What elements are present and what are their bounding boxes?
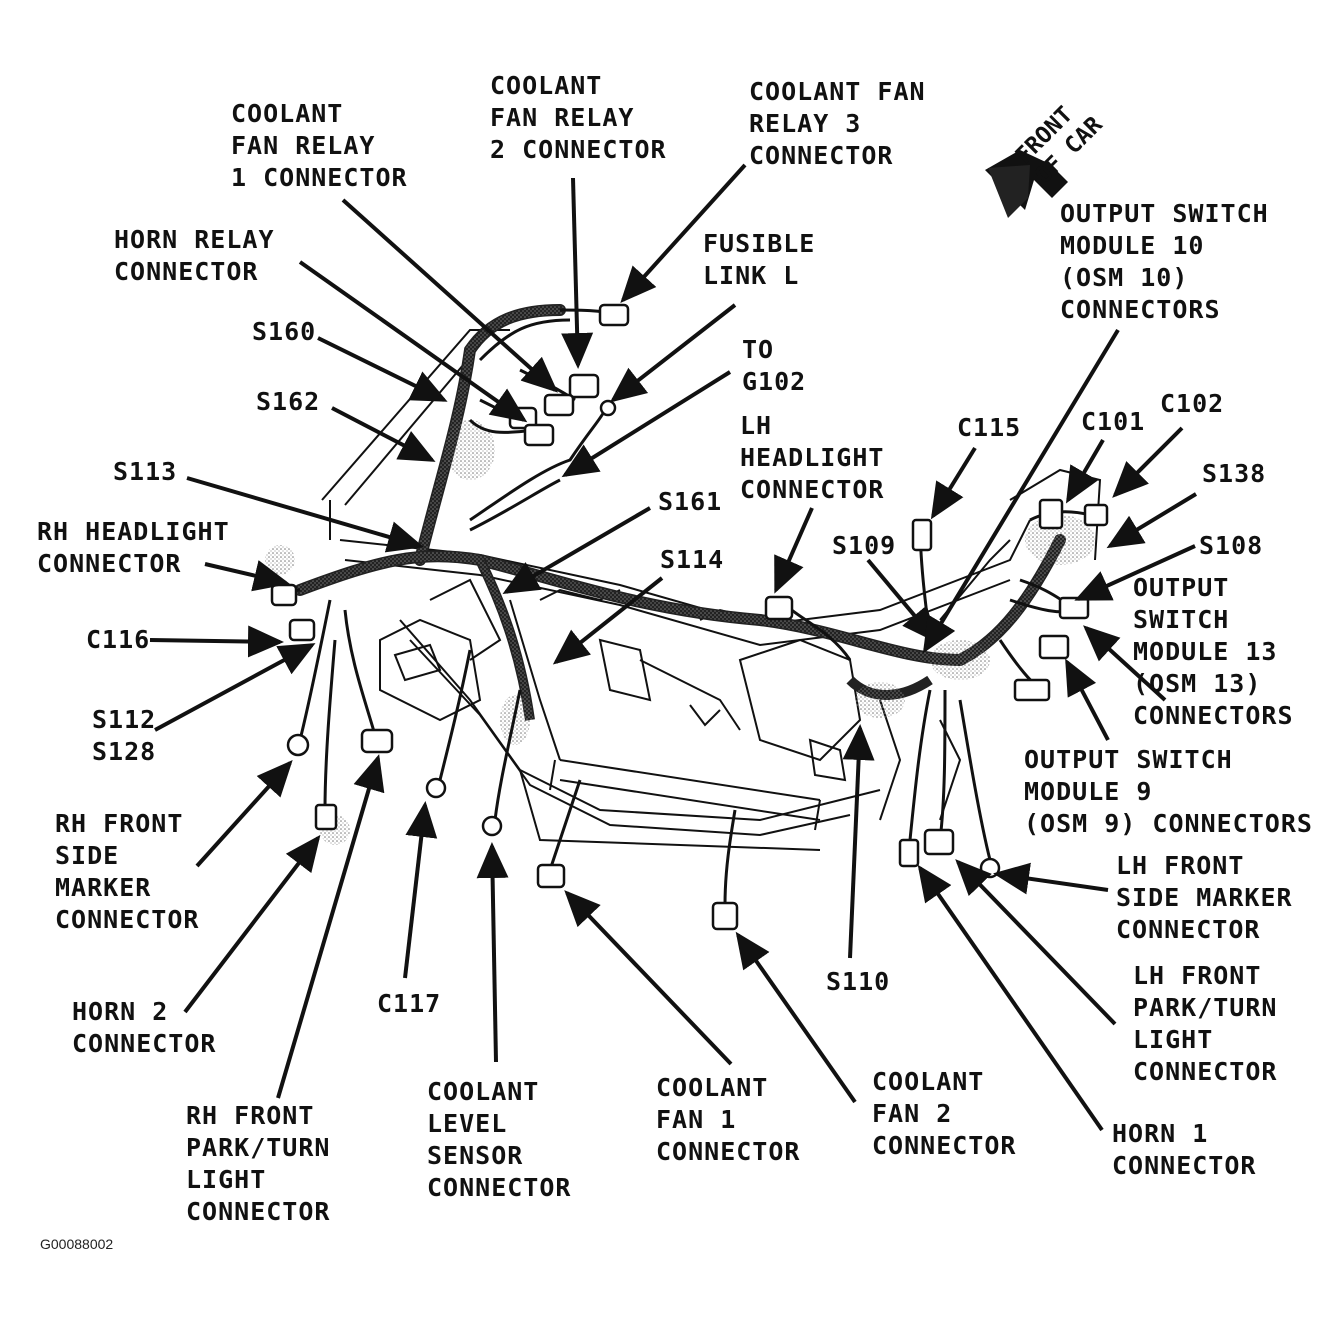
label-coolant-fan-relay-3-connector: COOLANT FAN RELAY 3 CONNECTOR [749,77,926,170]
label-rh-front-park-turn-light-connector: RH FRONT PARK/TURN LIGHT CONNECTOR [186,1101,331,1226]
label-horn-2-connector: HORN 2 CONNECTOR [72,997,217,1058]
label-c116: C116 [86,625,151,654]
label-rh-headlight-connector: RH HEADLIGHT CONNECTOR [37,517,230,578]
label-s162: S162 [256,387,321,416]
label-coolant-fan-1-connector: COOLANT FAN 1 CONNECTOR [656,1073,801,1166]
label-to-g102: TO G102 [742,335,807,396]
label-c115: C115 [957,413,1022,442]
vehicle-front-structure [321,329,1102,851]
label-c117: C117 [377,989,442,1018]
label-horn-1-connector: HORN 1 CONNECTOR [1112,1119,1257,1180]
label-c101: C101 [1081,407,1146,436]
label-s109: S109 [832,531,897,560]
label-c102: C102 [1160,389,1225,418]
label-s114: S114 [660,545,725,574]
figure-code: G00088002 [40,1236,114,1252]
label-coolant-level-sensor-connector: COOLANT LEVEL SENSOR CONNECTOR [427,1077,572,1202]
label-s108: S108 [1199,531,1264,560]
label-s138: S138 [1202,459,1267,488]
label-osm10-connectors: OUTPUT SWITCH MODULE 10 (OSM 10) CONNECT… [1060,199,1269,324]
label-fusible-link-l: FUSIBLE LINK L [703,229,816,290]
label-horn-relay-connector: HORN RELAY CONNECTOR [114,225,275,286]
label-s112-s128: S112 S128 [92,705,157,766]
label-coolant-fan-2-connector: COOLANT FAN 2 CONNECTOR [872,1067,1017,1160]
label-osm9-connectors: OUTPUT SWITCH MODULE 9 (OSM 9) CONNECTOR… [1024,745,1313,838]
label-coolant-fan-relay-2-connector: COOLANT FAN RELAY 2 CONNECTOR [490,71,667,164]
label-s110: S110 [826,967,891,996]
label-rh-front-side-marker-connector: RH FRONT SIDE MARKER CONNECTOR [55,809,200,934]
label-s160: S160 [252,317,317,346]
label-s161: S161 [658,487,723,516]
label-lh-headlight-connector: LH HEADLIGHT CONNECTOR [740,411,885,504]
label-lh-front-park-turn-light-connector: LH FRONT PARK/TURN LIGHT CONNECTOR [1133,961,1278,1086]
label-coolant-fan-relay-1-connector: COOLANT FAN RELAY 1 CONNECTOR [231,99,408,192]
front-of-car-arrow [985,150,1068,218]
label-s113: S113 [113,457,178,486]
leader-arrows [149,163,1198,1132]
label-lh-front-side-marker-connector: LH FRONT SIDE MARKER CONNECTOR [1116,851,1293,944]
label-osm13-connectors: OUTPUT SWITCH MODULE 13 (OSM 13) CONNECT… [1133,573,1294,730]
